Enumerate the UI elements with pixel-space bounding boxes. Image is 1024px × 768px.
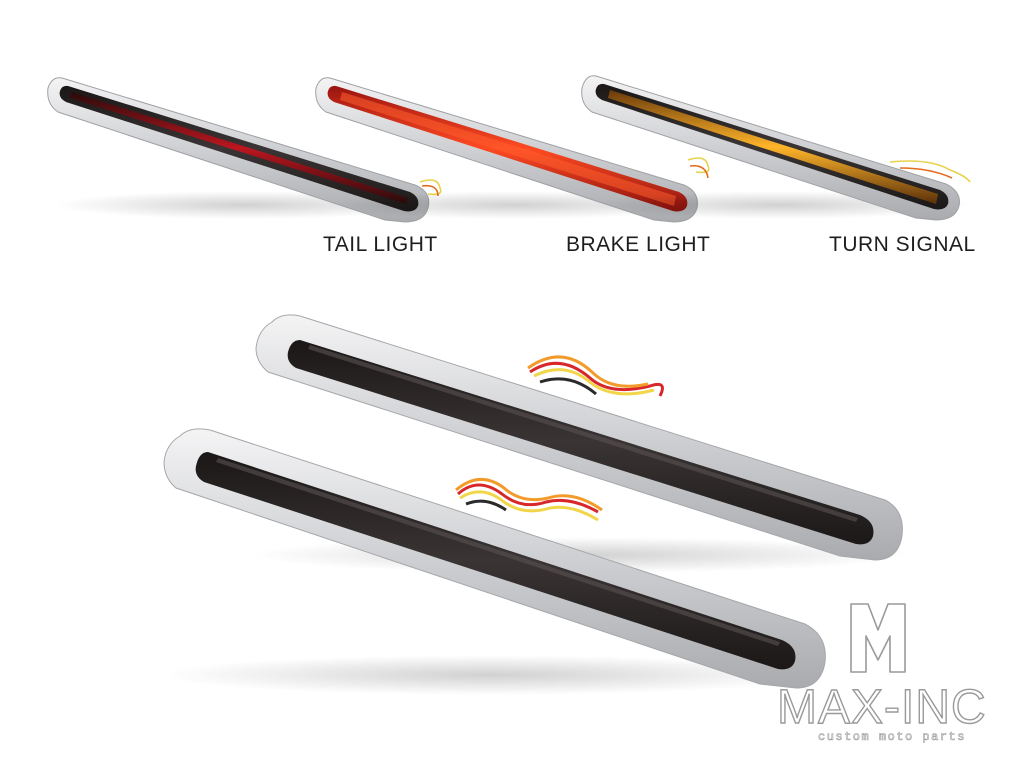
- brand-tagline: custom moto parts: [818, 730, 966, 745]
- turn-signal-bar: [581, 75, 971, 221]
- turn-signal-caption: TURN SIGNAL: [829, 233, 976, 256]
- wiring-harness: [455, 478, 603, 522]
- wiring-harness: [527, 355, 664, 401]
- max-inc-logo-icon: [850, 603, 906, 673]
- brake-light-bar: [315, 77, 710, 223]
- tail-light-caption: TAIL LIGHT: [323, 233, 438, 256]
- light-bar-front: [160, 428, 826, 695]
- tail-light-bar: [47, 77, 442, 223]
- brand-name: MAX-INC: [776, 680, 987, 734]
- brake-light-caption: BRAKE LIGHT: [566, 233, 711, 256]
